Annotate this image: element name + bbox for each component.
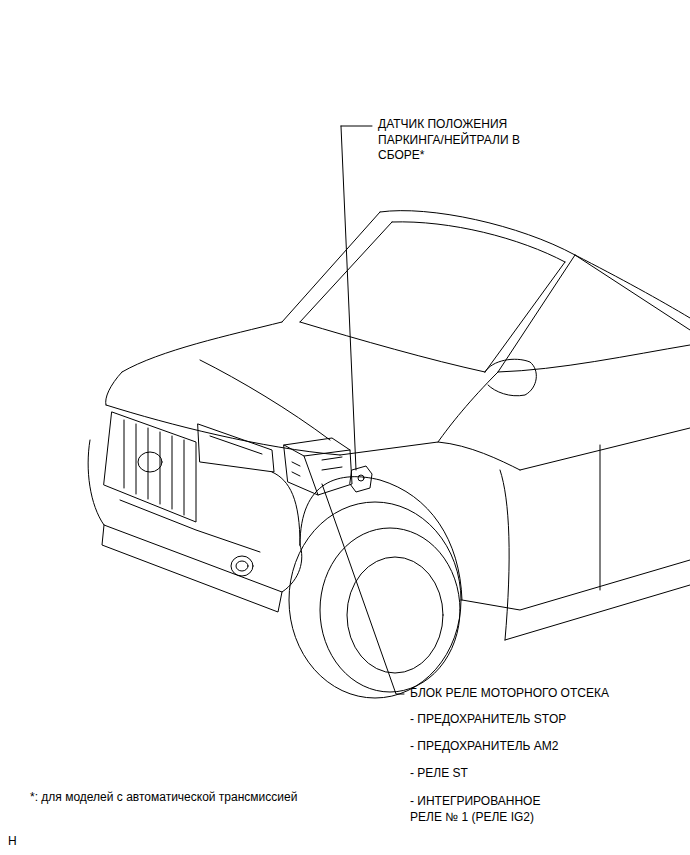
relay-label: - ИНТЕГРИРОВАННОЕ РЕЛЕ № 1 (РЕЛЕ IG2) <box>410 794 570 825</box>
figure-code: H <box>8 834 38 850</box>
leader-line <box>341 126 356 470</box>
fuse-label: - ПРЕДОХРАНИТЕЛЬ AM2 <box>410 739 680 755</box>
leader-line <box>322 484 404 694</box>
leader-line <box>341 126 372 127</box>
fuse-label: - ПРЕДОХРАНИТЕЛЬ STOP <box>410 712 680 728</box>
relay-label: - РЕЛЕ ST <box>410 766 680 782</box>
part-label: ДАТЧИК ПОЛОЖЕНИЯ ПАРКИНГА/НЕЙТРАЛИ В СБО… <box>378 117 553 164</box>
part-label: БЛОК РЕЛЕ МОТОРНОГО ОТСЕКА <box>410 686 680 702</box>
footnote: *: для моделей с автоматической трансмис… <box>30 790 360 806</box>
